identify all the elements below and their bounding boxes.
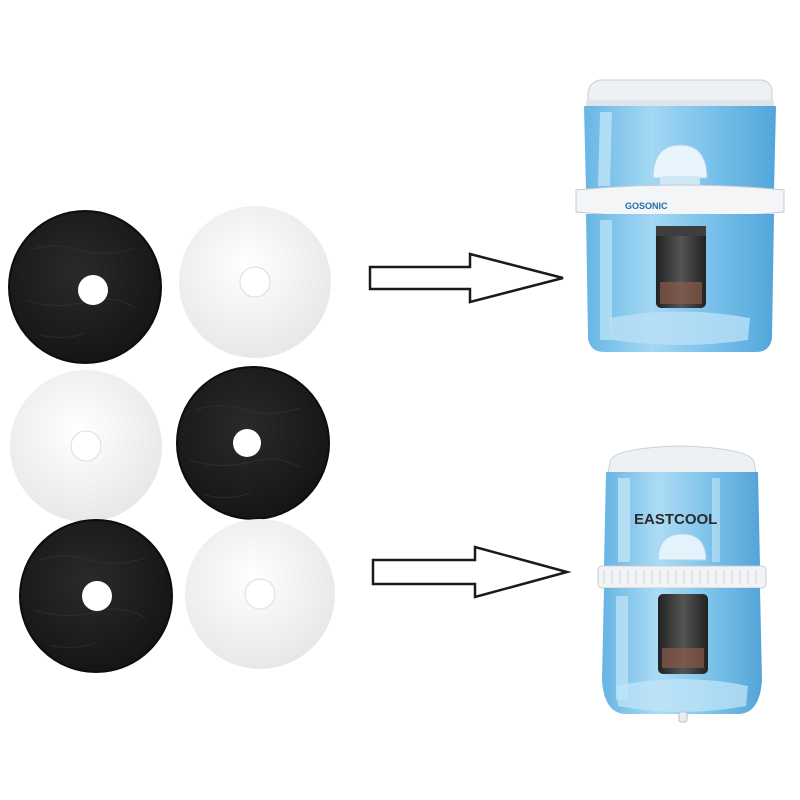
arrow-right-icon (368, 252, 564, 304)
filter-pad-white-3 (185, 519, 335, 669)
filter-pad-black-2 (176, 366, 330, 520)
gosonic-logo: GOSONIC (625, 201, 668, 211)
eastcool-water-dispenser: EASTCOOL (597, 445, 767, 723)
filter-pad-black-1 (8, 210, 162, 364)
gosonic-water-dispenser: GOSONIC (575, 79, 785, 352)
filter-pads-grid (8, 206, 335, 673)
eastcool-logo: EASTCOOL (634, 511, 717, 528)
arrow-right-icon (371, 545, 572, 599)
filter-pad-white-1 (179, 206, 331, 358)
filter-pad-black-3 (19, 519, 173, 673)
filter-pad-white-2 (10, 370, 162, 522)
